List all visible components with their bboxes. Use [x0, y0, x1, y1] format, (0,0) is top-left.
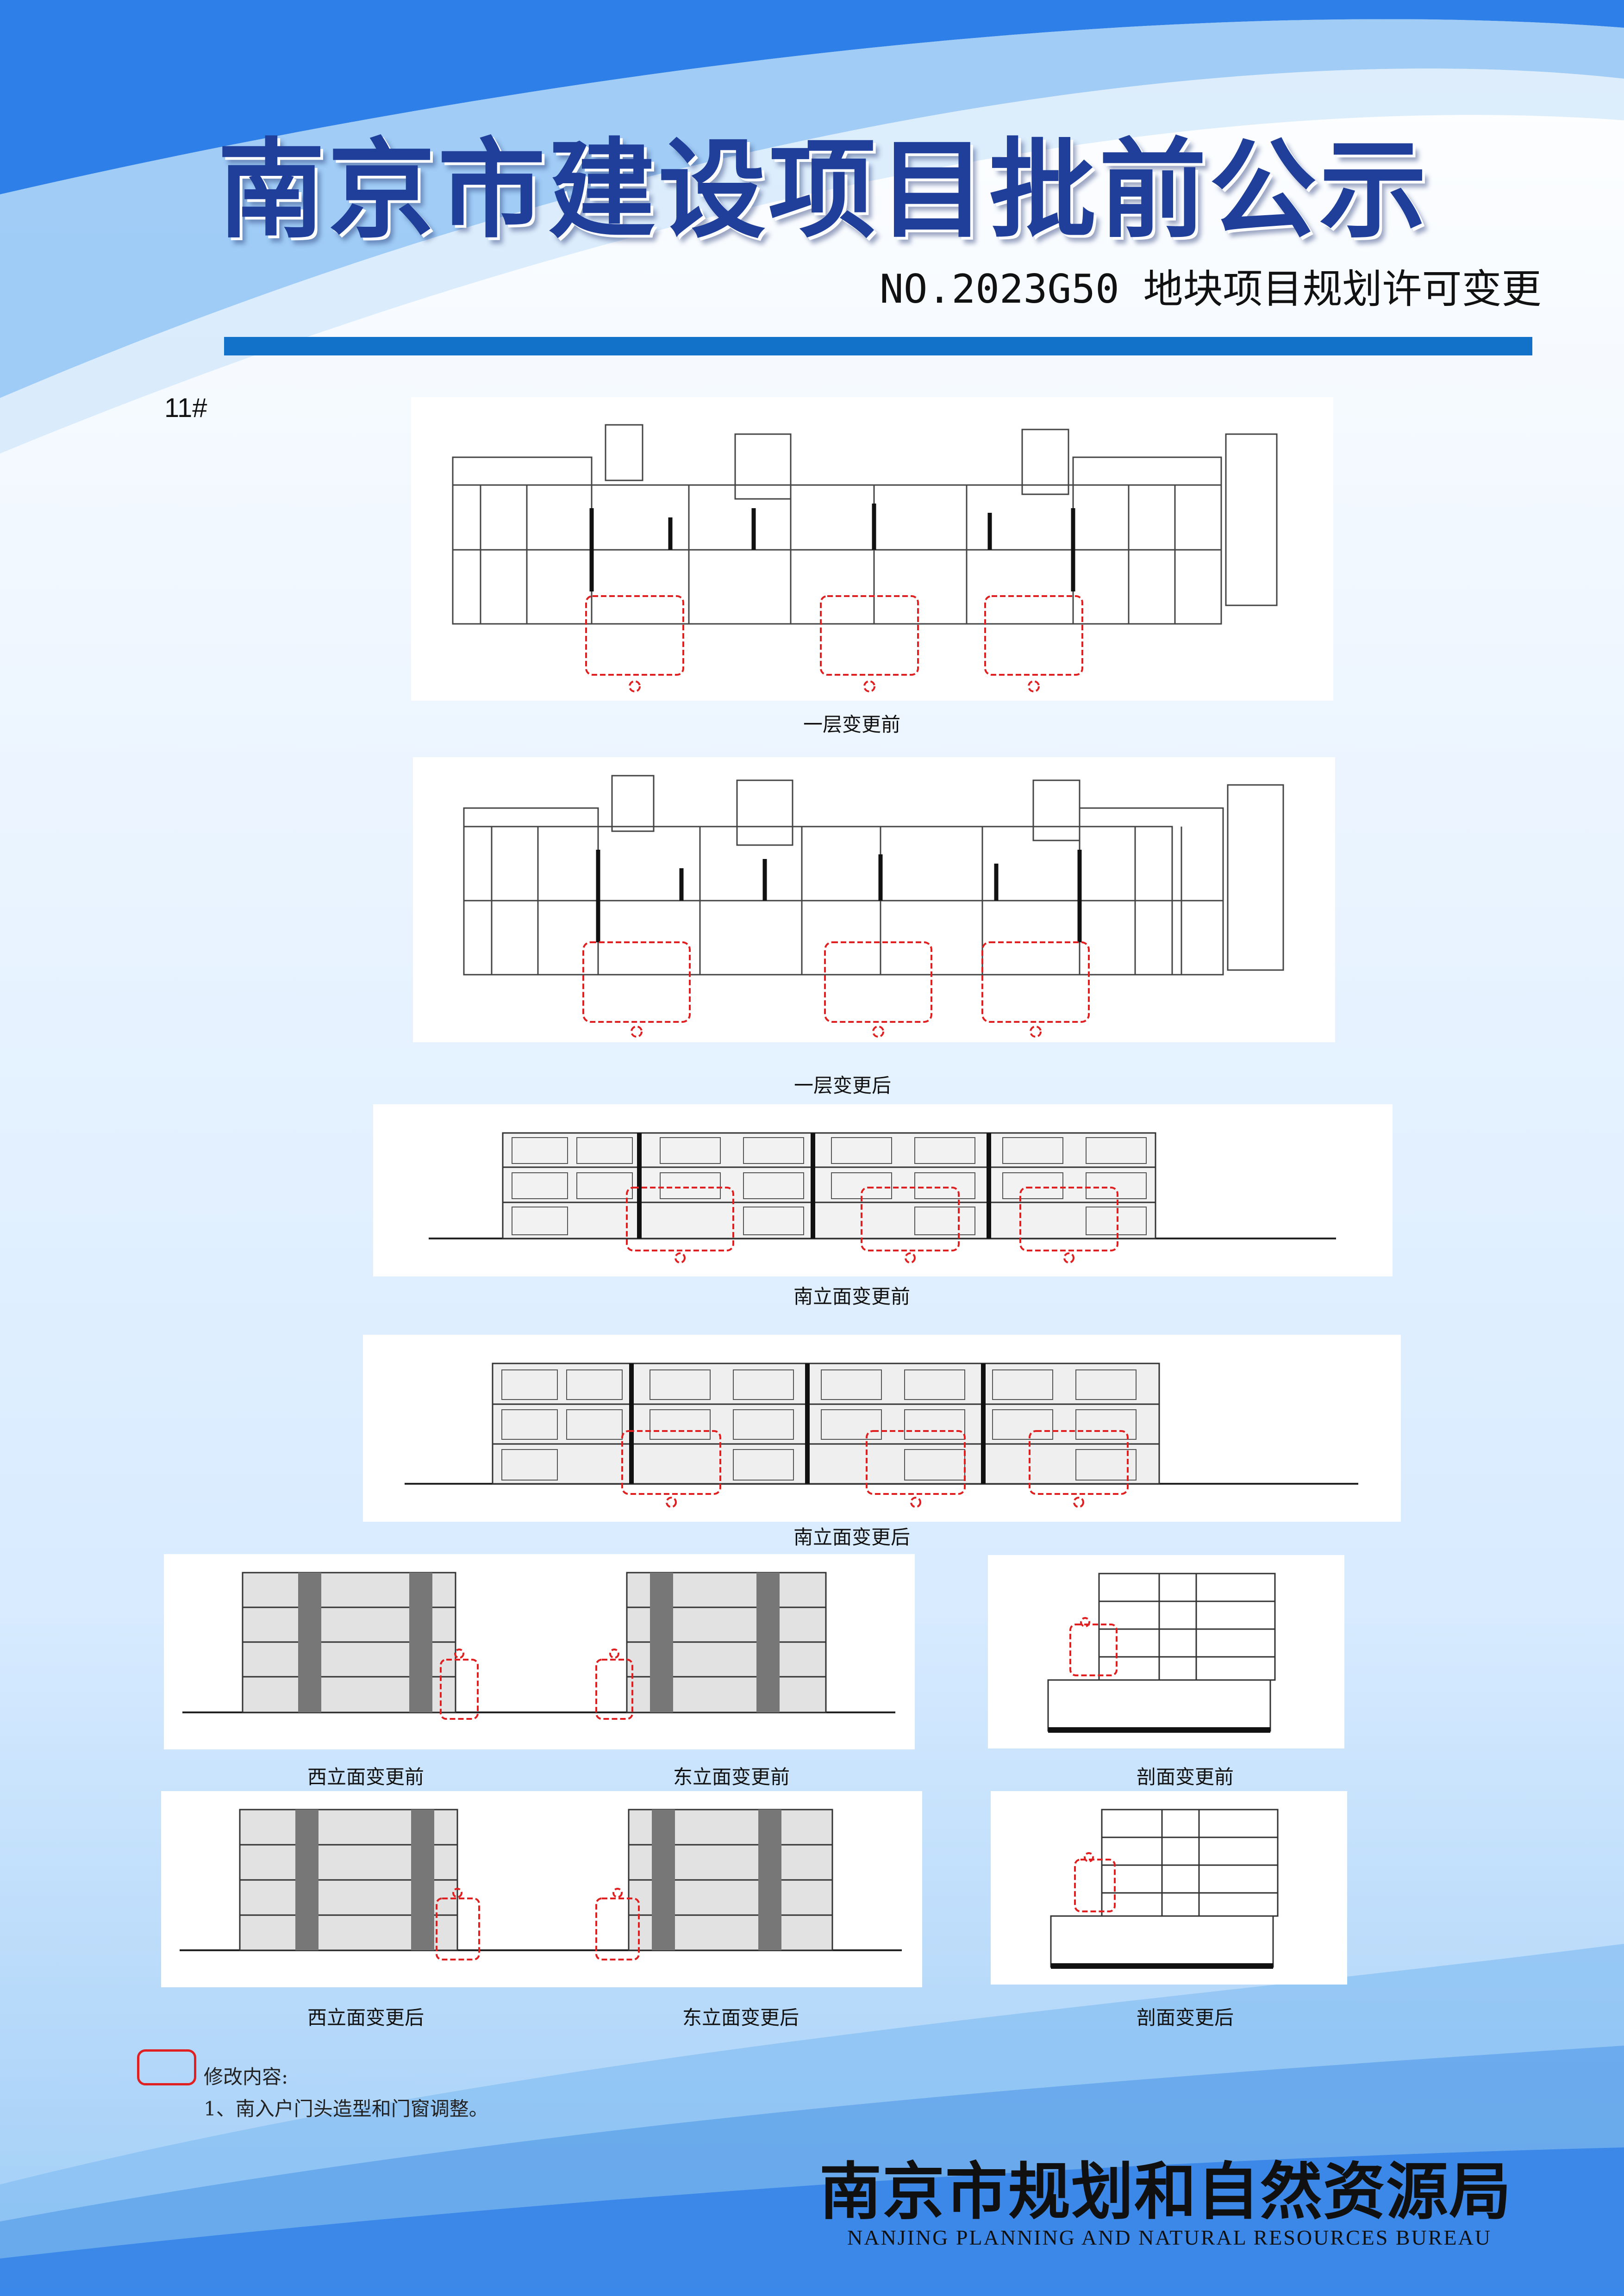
caption-west-before: 西立面变更前 [307, 1766, 424, 1788]
notes-heading: 修改内容: [204, 2066, 288, 2088]
caption-east-after: 东立面变更后 [682, 2006, 799, 2029]
caption-south-before: 南立面变更前 [793, 1285, 910, 1308]
caption-section-before: 剖面变更前 [1136, 1766, 1234, 1788]
caption-west-after: 西立面变更后 [307, 2006, 424, 2029]
west-east-elevation-before-drawing [164, 1554, 915, 1749]
south-elevation-before-drawing [373, 1104, 1393, 1276]
title-divider-bar [224, 337, 1532, 355]
section-before-drawing [988, 1555, 1344, 1748]
floor-plan-after-drawing [413, 757, 1335, 1042]
caption-floor1-before: 一层变更前 [803, 713, 900, 736]
legend-markup-box [137, 2049, 196, 2085]
caption-floor1-after: 一层变更后 [793, 1074, 891, 1097]
footer-org-name: 南京市规划和自然资源局 [819, 2155, 1512, 2228]
section-after-drawing [991, 1791, 1347, 1985]
note-item: 1、南入户门头造型和门窗调整。 [204, 2097, 488, 2120]
south-elevation-after-drawing [363, 1335, 1401, 1522]
caption-east-before: 东立面变更前 [673, 1766, 790, 1788]
floor-plan-before-drawing [411, 397, 1333, 701]
caption-section-after: 剖面变更后 [1136, 2006, 1234, 2029]
project-subtitle: NO.2023G50 地块项目规划许可变更 [880, 266, 1542, 312]
building-label: 11# [164, 393, 207, 423]
footer-org-name-en: NANJING PLANNING AND NATURAL RESOURCES B… [847, 2226, 1492, 2249]
west-east-elevation-after-drawing [161, 1791, 922, 1987]
caption-south-after: 南立面变更后 [793, 1526, 910, 1549]
page-title: 南京市建设项目批前公示 [218, 126, 1430, 253]
